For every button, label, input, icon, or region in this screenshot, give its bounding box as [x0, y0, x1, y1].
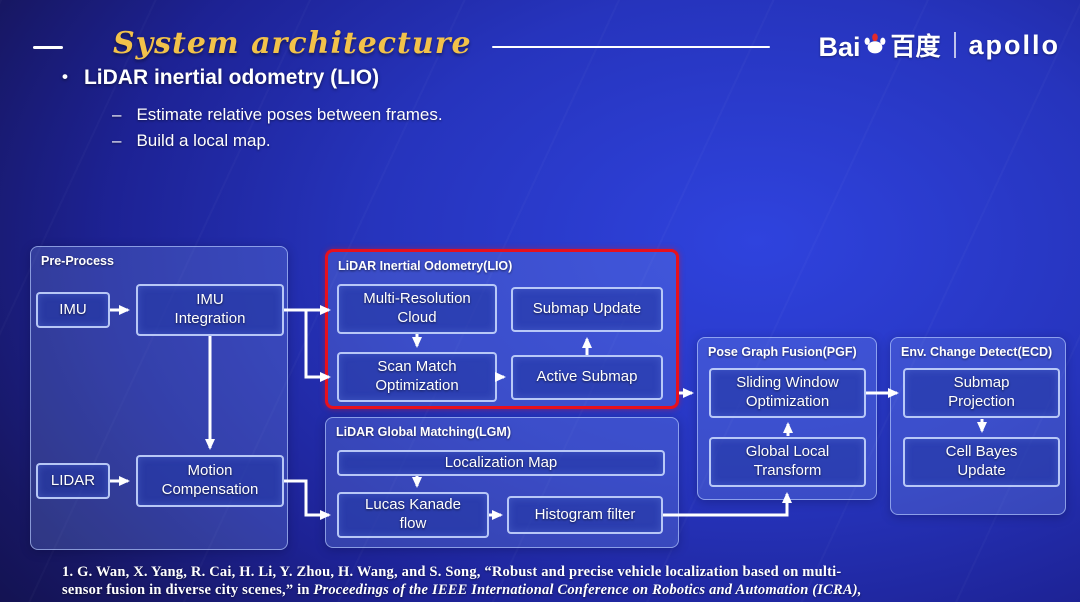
node-multi-resolution-cloud-label: Multi-Resolution Cloud [363, 290, 471, 326]
baidu-paw-icon [862, 30, 888, 63]
node-imu-integration-label: IMU Integration [174, 291, 246, 327]
logo-divider [953, 32, 956, 58]
panel-pgf-title: Pose Graph Fusion(PGF) [708, 345, 857, 359]
node-submap-projection: Submap Projection [903, 368, 1060, 418]
citation-line-1-text: 1. G. Wan, X. Yang, R. Cai, H. Li, Y. Zh… [62, 564, 842, 580]
bullet-main: • LiDAR inertial odometry (LIO) [62, 66, 379, 90]
node-localization-map: Localization Map [337, 450, 665, 476]
node-cell-bayes-update-label: Cell Bayes Update [945, 443, 1018, 479]
baidu-logo-text: Bai [818, 32, 861, 62]
node-motion-compensation-label: Motion Compensation [161, 462, 259, 498]
baidu-logo: Bai 百度 [818, 27, 940, 63]
node-active-submap: Active Submap [511, 355, 663, 400]
node-multi-resolution-cloud: Multi-Resolution Cloud [337, 284, 497, 334]
citation: 1. G. Wan, X. Yang, R. Cai, H. Li, Y. Zh… [62, 563, 1057, 600]
logo-group: Bai 百度 apollo [818, 27, 1060, 63]
panel-ecd-title: Env. Change Detect(ECD) [901, 345, 1053, 359]
sub-bullet-2-text: Build a local map. [136, 131, 271, 150]
sub-bullet-2: –Build a local map. [112, 131, 271, 151]
node-submap-update: Submap Update [511, 287, 663, 332]
node-submap-projection-label: Submap Projection [948, 374, 1015, 410]
sub-bullet-1: –Estimate relative poses between frames. [112, 105, 443, 125]
node-sliding-window-optimization: Sliding Window Optimization [709, 368, 866, 418]
dash-marker: – [112, 105, 122, 124]
node-scan-match-optimization: Scan Match Optimization [337, 352, 497, 402]
node-lidar-label: LIDAR [50, 471, 96, 489]
bullet-marker: • [62, 67, 68, 86]
node-lucas-kanade-flow-label: Lucas Kanade flow [365, 496, 461, 532]
apollo-logo: apollo [968, 29, 1060, 60]
node-active-submap-label: Active Submap [536, 368, 638, 386]
node-cell-bayes-update: Cell Bayes Update [903, 437, 1060, 487]
node-scan-match-optimization-label: Scan Match Optimization [375, 358, 459, 394]
node-global-local-transform-label: Global Local Transform [745, 443, 830, 479]
node-histogram-filter: Histogram filter [507, 496, 663, 534]
sub-bullet-1-text: Estimate relative poses between frames. [136, 105, 443, 124]
panel-lio-title: LiDAR Inertial Odometry(LIO) [338, 259, 513, 273]
node-histogram-filter-label: Histogram filter [534, 505, 636, 523]
panel-preprocess-title: Pre-Process [41, 254, 114, 268]
node-imu: IMU [36, 292, 110, 328]
citation-line-2-normal: sensor fusion in diverse city scenes,” i… [62, 582, 314, 599]
panel-lgm-title: LiDAR Global Matching(LGM) [336, 425, 511, 439]
citation-line-1: 1. G. Wan, X. Yang, R. Cai, H. Li, Y. Zh… [62, 563, 1057, 581]
node-lucas-kanade-flow: Lucas Kanade flow [337, 492, 489, 538]
panel-ecd: Env. Change Detect(ECD) [890, 337, 1066, 515]
slide-title: System architecture [113, 26, 472, 61]
node-submap-update-label: Submap Update [532, 300, 642, 318]
title-rule-right [492, 46, 770, 48]
title-rule-left [33, 46, 63, 49]
node-imu-integration: IMU Integration [136, 284, 284, 336]
dash-marker: – [112, 131, 122, 150]
node-global-local-transform: Global Local Transform [709, 437, 866, 487]
node-imu-label: IMU [59, 300, 87, 318]
baidu-logo-cn: 百度 [890, 33, 941, 61]
node-lidar: LIDAR [36, 463, 110, 499]
bullet-text: LiDAR inertial odometry (LIO) [83, 66, 380, 89]
node-motion-compensation: Motion Compensation [136, 455, 284, 507]
node-sliding-window-optimization-label: Sliding Window Optimization [736, 374, 839, 410]
node-localization-map-label: Localization Map [444, 453, 558, 471]
citation-line-2: sensor fusion in diverse city scenes,” i… [62, 581, 1057, 599]
citation-line-2-italic: Proceedings of the IEEE International Co… [313, 582, 862, 599]
